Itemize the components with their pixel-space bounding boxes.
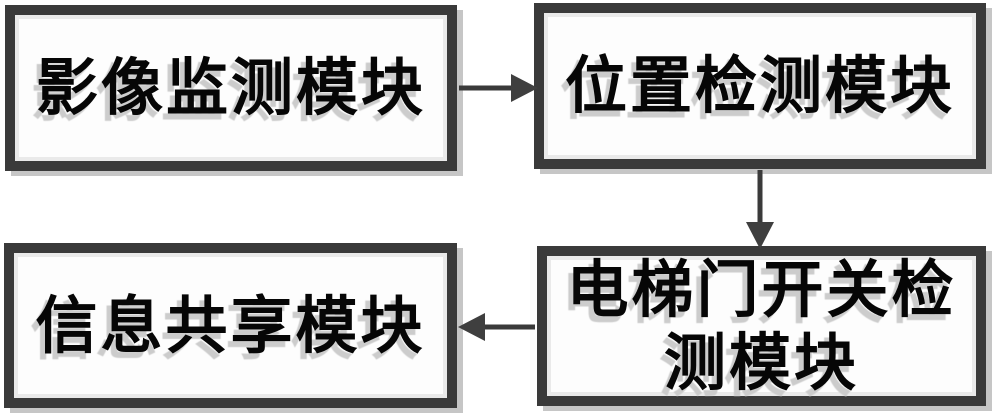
arrow-elevator-door-switch-to-information-sharing — [458, 313, 535, 341]
box-elevator-door-switch-detection-module: 电梯门开关检 测模块 — [537, 246, 986, 406]
arrow-image-monitoring-to-position-detection — [459, 74, 538, 102]
box-label-line-1: 电梯门开关检 — [566, 252, 957, 326]
box-label: 影像监测模块 — [35, 51, 426, 125]
box-label-line-2: 测模块 — [663, 326, 859, 399]
box-information-sharing-module: 信息共享模块 — [4, 243, 457, 408]
box-label: 信息共享模块 — [35, 288, 426, 362]
arrow-position-detection-to-elevator-door-switch — [746, 170, 774, 249]
box-label: 位置检测模块 — [564, 49, 955, 123]
box-position-detection-module: 位置检测模块 — [534, 3, 986, 169]
box-image-monitoring-module: 影像监测模块 — [5, 5, 457, 171]
